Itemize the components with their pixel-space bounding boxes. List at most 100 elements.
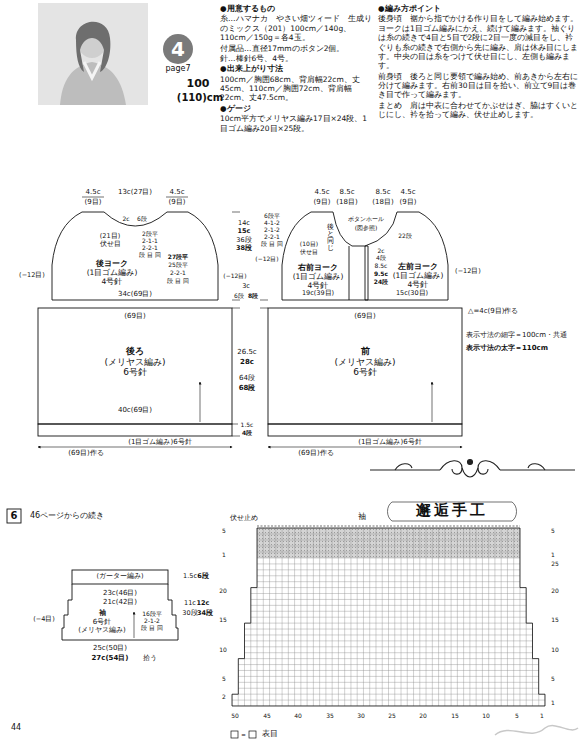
dimension-label: 段 目 回 xyxy=(141,625,163,631)
dimension-label: 34c(69目) xyxy=(118,290,152,298)
dimension-label: 15c xyxy=(238,228,251,235)
dimension-label: 10 xyxy=(219,647,227,654)
dimension-label: 45 xyxy=(263,713,271,720)
corner-watermark xyxy=(495,726,578,735)
dimension-label: ボタンホール xyxy=(348,216,384,223)
dimension-label: 25 xyxy=(551,561,559,568)
dimension-label: (69目)作る xyxy=(297,449,334,457)
dimension-label: 後と同じ xyxy=(327,224,334,253)
dimension-label: (9目) xyxy=(314,198,331,206)
dimension-label: 25c(50目) xyxy=(93,644,127,652)
dimension-label: 2-2-1 xyxy=(264,234,280,241)
dimension-label: 5 xyxy=(551,676,555,683)
dimension-label: 30段 xyxy=(182,610,197,617)
dimension-label: 伏せ目 xyxy=(100,241,121,248)
dimension-label: 2-1-2 xyxy=(264,227,280,234)
piece-note: (メリヤス編み) xyxy=(334,357,395,368)
dimension-label: 13c(27目) xyxy=(117,188,153,196)
dimension-label: 2c xyxy=(122,216,129,223)
dimension-label: 8段 xyxy=(248,293,258,300)
dimension-label: 26.5c xyxy=(237,348,256,356)
dimension-label: △=4c(9目)作る xyxy=(468,307,518,315)
watermark: 邂逅手工 xyxy=(416,502,488,519)
sleeve-chart xyxy=(232,528,545,706)
dimension-label: 拾う xyxy=(143,654,157,662)
dimension-label: 4段 xyxy=(376,255,386,262)
model-photo xyxy=(38,3,148,105)
piece-name: 前 xyxy=(334,346,395,357)
dimension-label: (110)cm xyxy=(177,92,223,104)
dimension-label: 段 目 回 xyxy=(167,278,189,284)
piece-name: 後ろ xyxy=(104,346,165,357)
dimension-label: 22段 xyxy=(398,233,412,240)
dimension-label: 6段 xyxy=(137,216,147,223)
dimension-label: 20 xyxy=(419,713,427,720)
dimension-label: 4.5c xyxy=(170,188,185,196)
watermark-frame xyxy=(388,502,517,521)
piece-note: (メリヤス編み) xyxy=(104,357,165,368)
dimension-label: (18目) xyxy=(336,198,357,206)
dimension-label: 24段 xyxy=(374,279,388,286)
dimension-label: 5 xyxy=(222,528,226,535)
piece-note: 6号針 xyxy=(334,367,395,378)
piece-name: 右前ヨーク xyxy=(293,263,344,272)
dimension-label: 14c xyxy=(238,220,250,227)
dimension-label: 20 xyxy=(551,588,559,595)
dimension-label: (図参照) xyxy=(355,225,378,232)
section-heading: ●出来上がり寸法 xyxy=(220,64,372,73)
dimension-label: 2 xyxy=(222,694,226,701)
dimension-label: 10 xyxy=(482,713,490,720)
dimension-label: 5 xyxy=(222,676,226,683)
piece-name: 左前ヨーク xyxy=(393,262,444,271)
dimension-label: 8.5c xyxy=(376,188,391,196)
dimension-label: 27段平 xyxy=(168,254,188,261)
dimension-label: (69目)作る xyxy=(67,449,104,457)
dimension-label: 2段平 xyxy=(142,231,158,238)
piece-note: 6号針 xyxy=(78,618,125,626)
dimension-label: 1 xyxy=(551,700,555,707)
dimension-label: 15c(30目) xyxy=(396,290,428,297)
legend-text: 表目 xyxy=(262,729,278,739)
dimension-label: 40c(69目) xyxy=(118,406,152,414)
dimension-label: 6段 xyxy=(234,293,244,300)
dimension-label: 表示寸法の太字＝110cm xyxy=(466,344,548,352)
text-column: ●編み方ポイント後身頃 裾から指でかける作り目をして編み始めます。ヨークは1目ゴ… xyxy=(378,4,580,121)
pattern-piece: 後ろ(メリヤス編み)6号針 xyxy=(104,346,165,378)
piece-note: 6号針 xyxy=(104,367,165,378)
pattern-piece: 袖6号針(メリヤス編み) xyxy=(78,609,125,634)
dimension-label: 6段 xyxy=(197,573,209,580)
pattern-note: 100cm／胸囲68cm、背肩幅22cm、丈45cm、110cm／胸囲72cm、… xyxy=(220,75,372,103)
dimension-label: 9.5c xyxy=(374,271,388,278)
dimension-label: 伏せ止め xyxy=(229,515,259,522)
dimension-label: ＝ xyxy=(240,731,247,739)
dimension-label: (−12目) xyxy=(255,256,278,263)
dimension-label: 6 xyxy=(11,510,18,522)
piece-name: 4 xyxy=(163,34,193,64)
dimension-label: 2-2-1 xyxy=(170,270,186,277)
dimension-label: 11c xyxy=(184,600,196,607)
dimension-label: 10 xyxy=(551,647,559,654)
dimension-label: 25段平 xyxy=(168,262,188,269)
dimension-label: 4-1-2 xyxy=(264,220,280,227)
pattern-note: まとめ 肩は中表に合わせてかぶせはぎ、脇はすくいとじにし、衿を拾って編み、伏せ止… xyxy=(378,101,580,120)
dimension-label: 46ページからの続き xyxy=(30,511,104,520)
dimension-label: (1目ゴム編み)6号針 xyxy=(127,438,192,446)
number-circle: 4 xyxy=(163,34,193,64)
dimension-label: 5 xyxy=(551,528,555,535)
dimension-label: 68段 xyxy=(239,384,256,392)
dimension-label: 100 xyxy=(187,78,210,91)
piece-note: 4号針 xyxy=(293,281,344,290)
dimension-label: 表示寸法の細字＝100cm・共通 xyxy=(466,331,567,339)
dimension-label: 15 xyxy=(219,617,227,624)
dimension-label: (10目) xyxy=(300,241,318,248)
dimension-label: 50 xyxy=(231,713,239,720)
piece-name: 後ヨーク xyxy=(87,259,138,268)
dimension-label: (−12目) xyxy=(223,273,246,280)
dimension-label: 4.5c xyxy=(401,188,416,196)
dimension-label: 15 xyxy=(551,617,559,624)
pattern-note: 付属品…直径17mmのボタン2個。 xyxy=(220,44,372,53)
dimension-label: (69目) xyxy=(354,312,375,320)
pattern-note: 糸…ハマナカ やさい畑ツィード 生成りのミックス（201）100cm／140g、… xyxy=(220,14,372,42)
piece-note: page7 xyxy=(163,64,193,74)
